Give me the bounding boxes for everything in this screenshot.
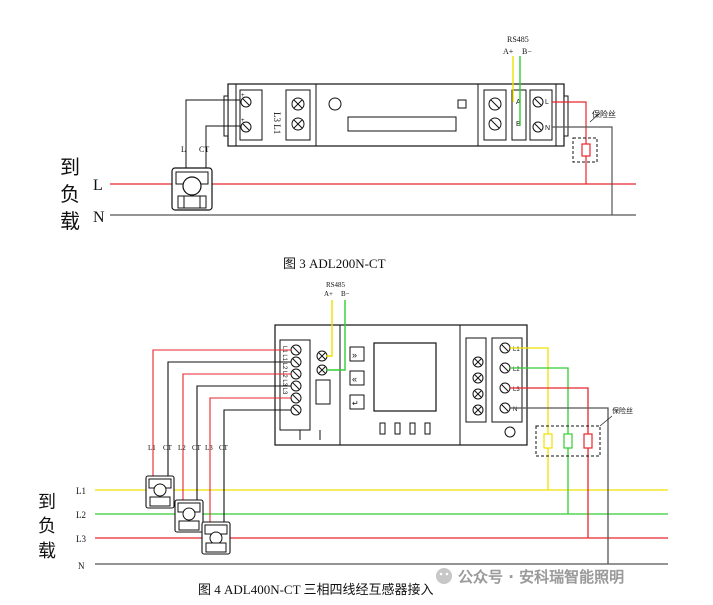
ct-ct-label: CT: [199, 145, 209, 154]
fuse-label-4: 保险丝: [612, 406, 633, 415]
svg-text:«: «: [352, 374, 357, 384]
ct-device-fig3: [171, 167, 213, 211]
a-plus-label-4: A+: [324, 290, 333, 298]
ct-device-l2: [174, 499, 204, 533]
left-term-label: L3 L1: [272, 112, 282, 134]
to-load-4-1: 到: [38, 492, 56, 512]
figure-4-caption: 图 4 ADL400N-CT 三相四线经互感器接入: [198, 582, 434, 597]
figure-3-caption: 图 3 ADL200N-CT: [283, 256, 386, 271]
ct-label-ct1: CT: [163, 444, 173, 452]
ct-label-ct2: CT: [192, 444, 202, 452]
line-l3-label: L3: [76, 534, 86, 544]
figure-3: + + L3 L1 A B L N: [60, 35, 636, 271]
adl200-meter: + + L3 L1 A B L N: [223, 83, 569, 147]
watermark-text: 公众号 · 安科瑞智能照明: [458, 568, 624, 586]
ct-l-label: L: [181, 145, 186, 154]
figure-4: L1 L1 L2 L2 L3 L3 » « ↵: [38, 281, 668, 597]
term-l-label: L: [545, 99, 549, 106]
right-term-l3: L3: [513, 387, 520, 393]
term-b-label: B: [516, 121, 521, 128]
b-minus-label-4: B−: [341, 290, 350, 298]
svg-text:L1 L1 L2 L2 L3 L3: L1 L1 L2 L2 L3 L3: [281, 346, 287, 395]
wechat-icon: [436, 568, 452, 584]
to-load-2: 负: [60, 183, 80, 206]
line-l2-label: L2: [76, 510, 86, 520]
fuse-fig3: 保险丝: [572, 109, 616, 163]
to-load-4-2: 负: [38, 516, 56, 536]
watermark: 公众号 · 安科瑞智能照明: [436, 568, 624, 586]
term-a-label: A: [516, 99, 521, 106]
right-term-l2: L2: [513, 367, 520, 373]
right-term-l1: L1: [513, 347, 520, 353]
ct-device-l1: [145, 475, 175, 509]
svg-text:↵: ↵: [352, 399, 359, 408]
ct-label-ct3: CT: [219, 444, 229, 452]
ct-label-l2: L2: [178, 444, 186, 452]
svg-text:+: +: [241, 118, 245, 124]
line-l-label: L: [93, 177, 103, 194]
line-n-label: N: [93, 209, 105, 226]
rs485-label-4: RS485: [326, 281, 346, 289]
rs485-label: RS485: [507, 35, 529, 44]
a-plus-label: A+: [503, 47, 514, 56]
adl400-meter: L1 L1 L2 L2 L3 L3 » « ↵: [274, 324, 528, 446]
right-term-n: N: [513, 407, 517, 413]
ct-device-l3: [201, 521, 231, 555]
line-n4-label: N: [78, 561, 85, 571]
b-minus-label: B−: [522, 47, 532, 56]
term-n-label: N: [545, 125, 550, 132]
svg-text:+: +: [241, 93, 245, 99]
to-load-1: 到: [60, 156, 80, 179]
to-load-3: 载: [60, 210, 80, 233]
ct-label-l1: L1: [148, 444, 156, 452]
fuse-fig4: 保险丝: [535, 406, 633, 457]
line-l1-label: L1: [76, 486, 86, 496]
to-load-4-3: 载: [38, 541, 56, 561]
ct-label-l3: L3: [205, 444, 213, 452]
fuse-label: 保险丝: [592, 109, 616, 119]
svg-text:»: »: [352, 350, 357, 360]
